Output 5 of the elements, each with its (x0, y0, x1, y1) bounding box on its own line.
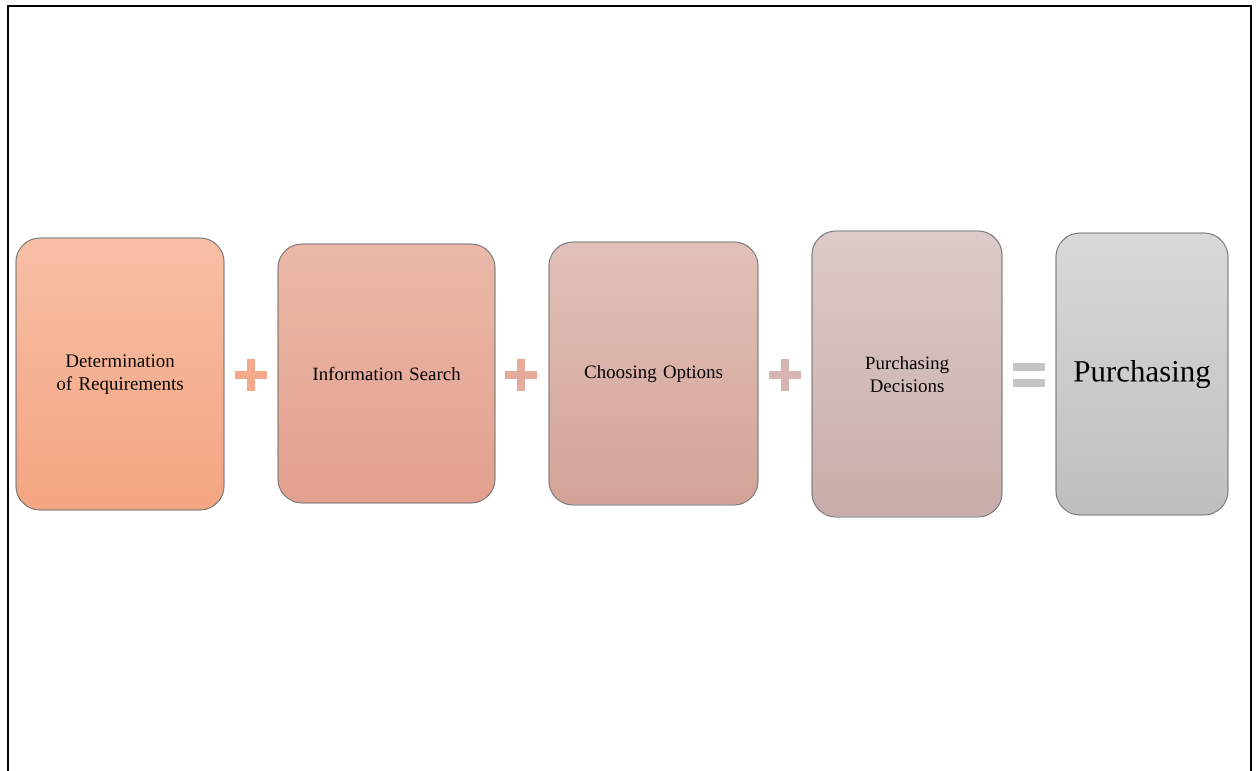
process-box: Information Search (277, 243, 496, 504)
process-box: Purchasing (1055, 232, 1229, 516)
process-box: Determination of Requirements (15, 237, 225, 511)
process-box: Choosing Options (548, 241, 759, 506)
process-box: Purchasing Decisions (811, 230, 1003, 518)
